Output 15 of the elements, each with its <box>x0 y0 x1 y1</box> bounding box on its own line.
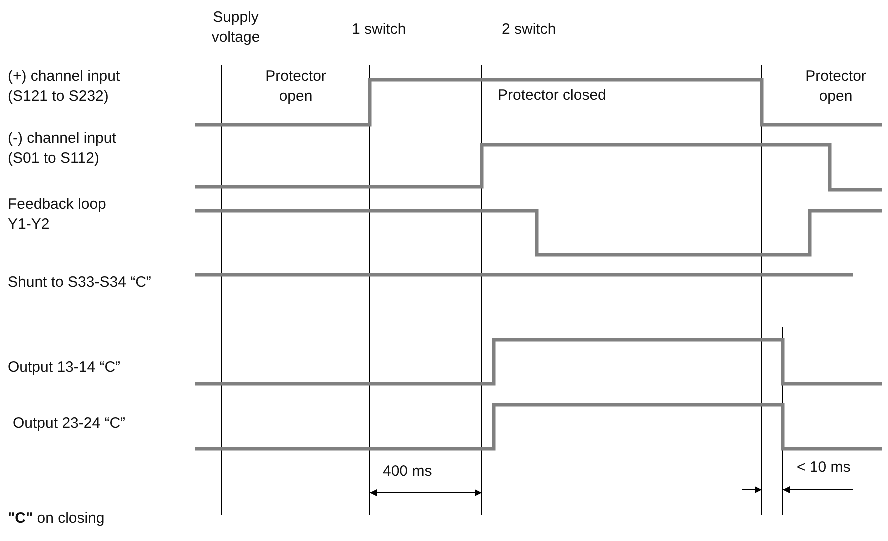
signal-label: (-) channel input (S01 to S112) <box>8 129 118 169</box>
time-label: 1 switch <box>352 20 406 40</box>
signal-label: Output 23-24 “C” <box>13 414 126 434</box>
signal-label: Output 13-14 “C” <box>8 358 121 378</box>
note-text: "C" on closing <box>8 509 105 529</box>
time-label: Supply voltage <box>210 8 262 48</box>
state-label: Protector closed <box>498 86 606 106</box>
signal-label: Feedback loop Y1-Y2 <box>8 195 108 235</box>
time-label: 2 switch <box>502 20 556 40</box>
duration-label: 400 ms <box>383 462 432 482</box>
signal-label: Shunt to S33-S34 “C” <box>8 273 152 293</box>
state-label: Protector open <box>804 67 868 107</box>
signal-label: (+) channel input (S121 to S232) <box>8 67 122 107</box>
state-label: Protector open <box>264 67 328 107</box>
duration-label: < 10 ms <box>797 458 851 478</box>
